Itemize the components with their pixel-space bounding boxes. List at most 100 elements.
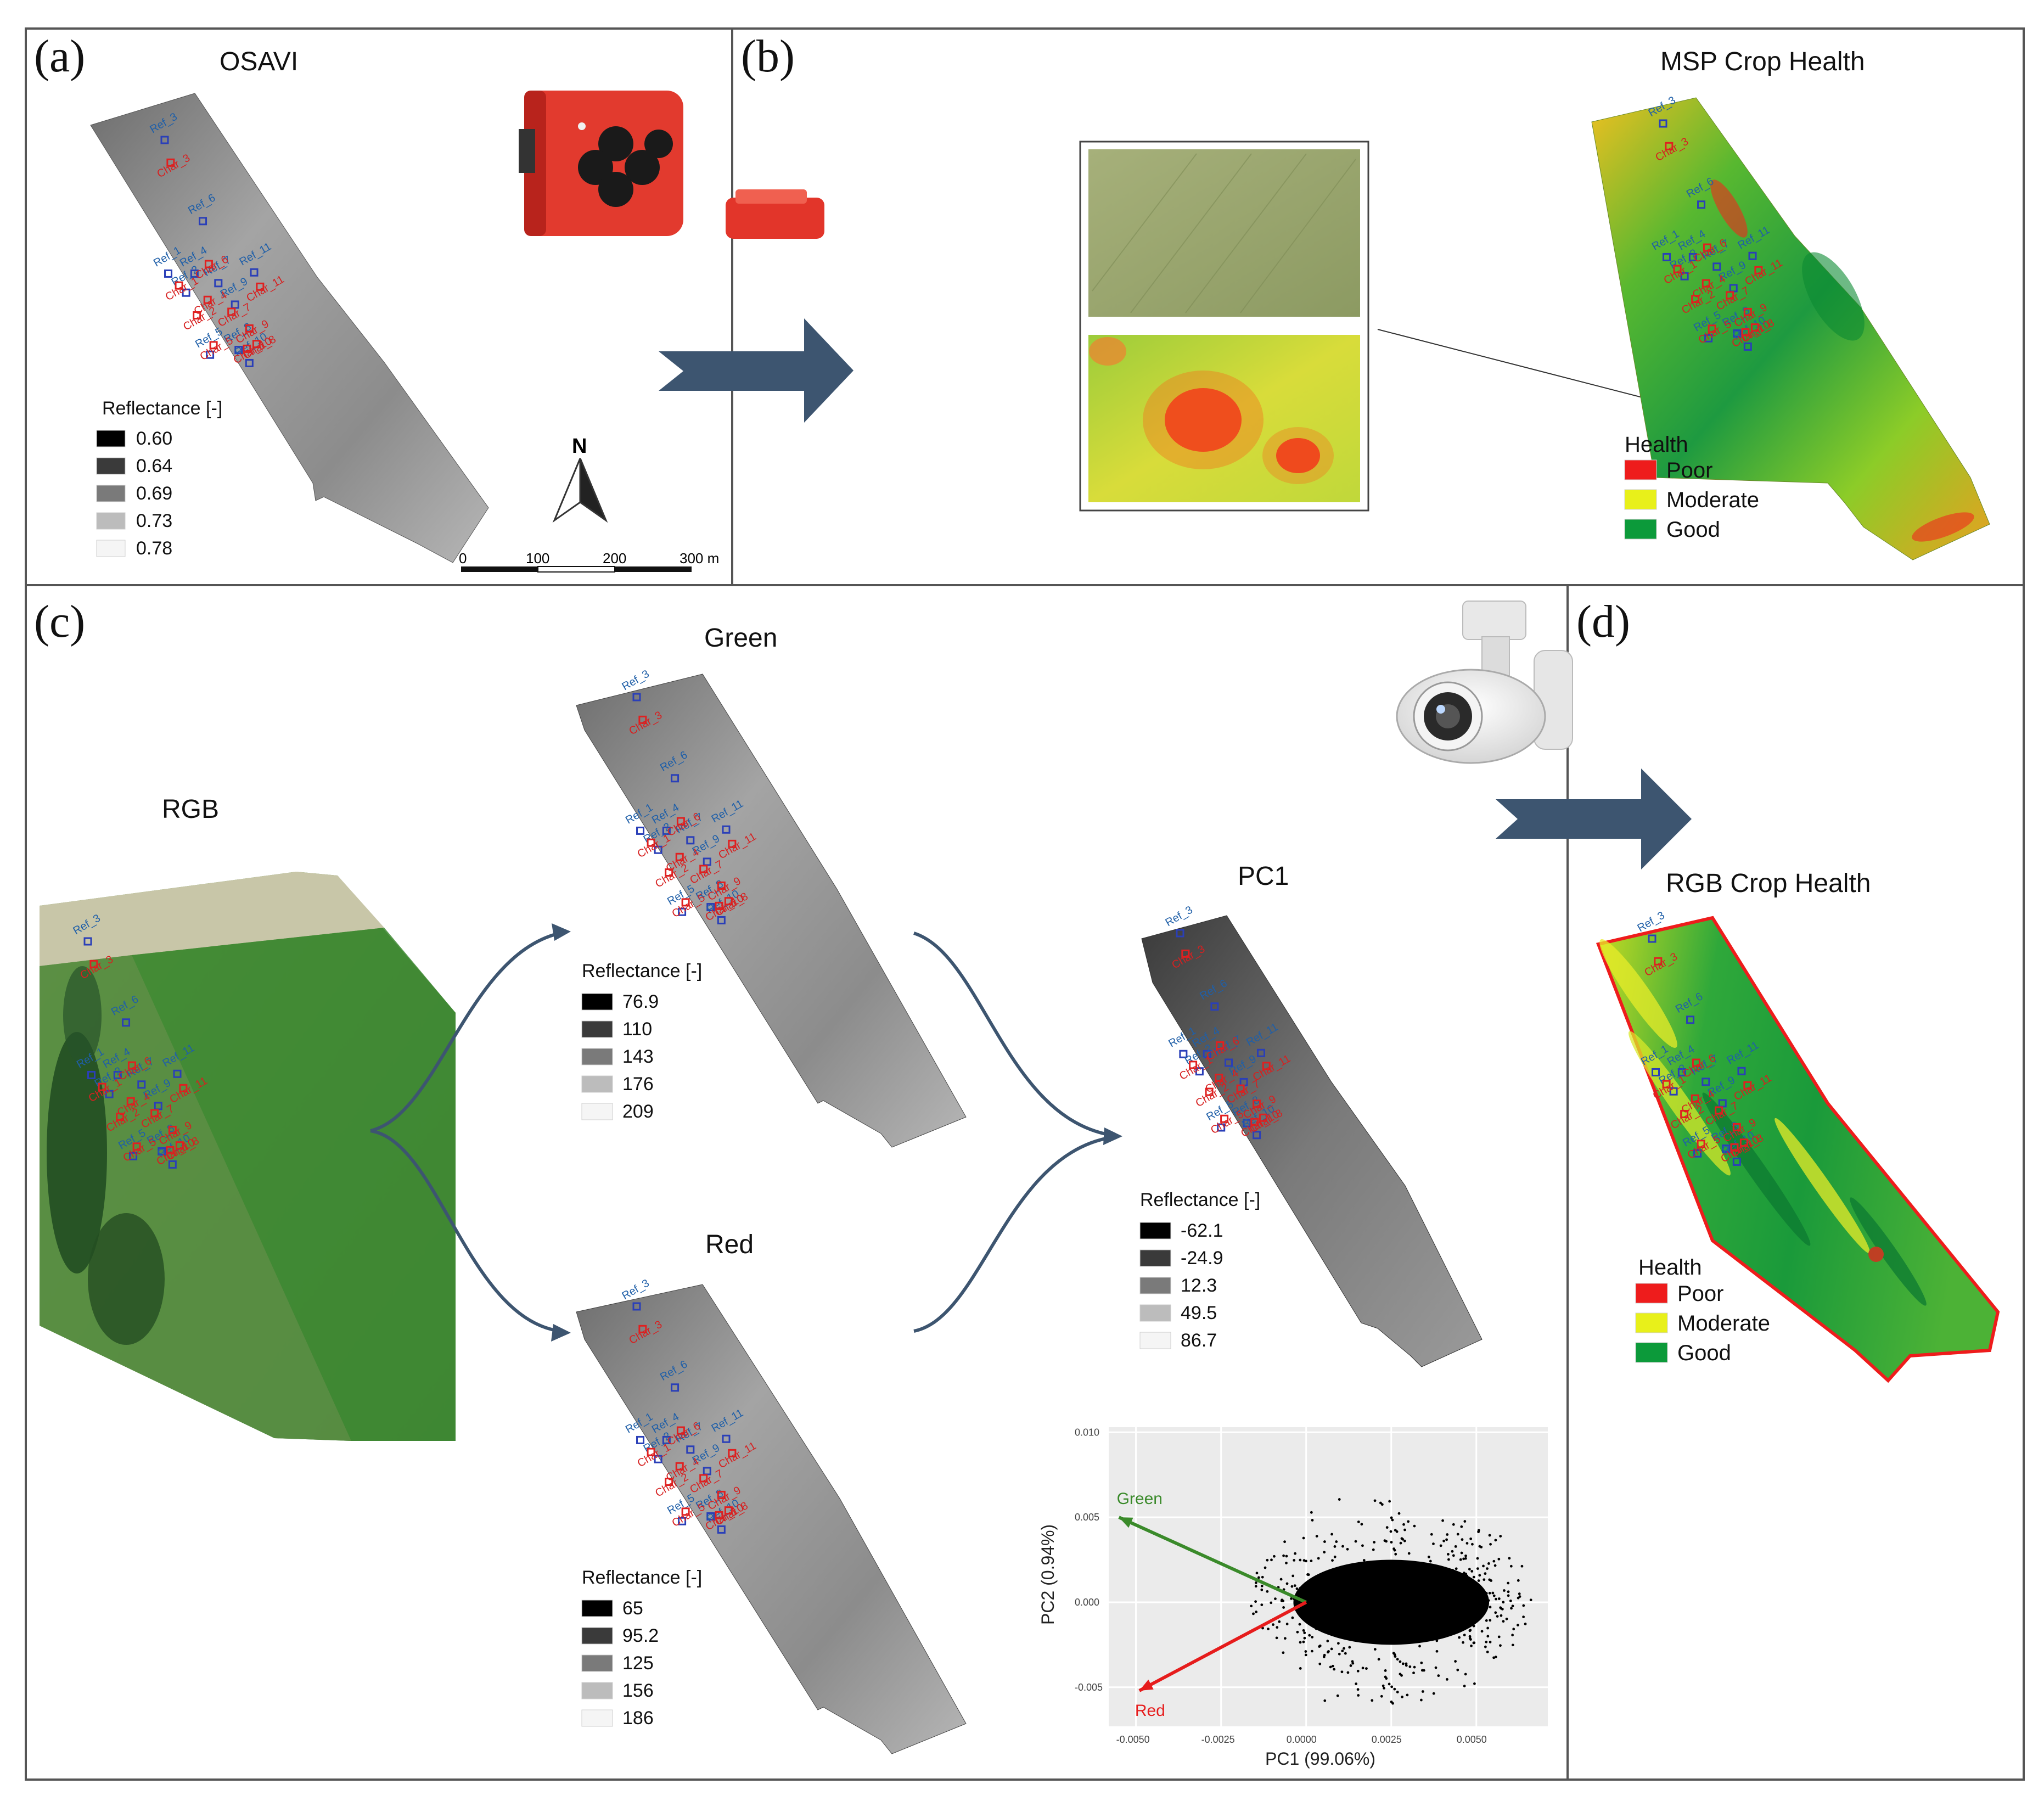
- pca-point: [1261, 1575, 1264, 1579]
- pca-point: [1480, 1630, 1484, 1633]
- pca-cloud-core: [1293, 1559, 1490, 1645]
- ref-plot-marker: [686, 836, 695, 845]
- ref-plot-marker: [1722, 1144, 1731, 1153]
- pc1-map: [1141, 915, 1483, 1367]
- pca-ytick: -0.005: [1075, 1682, 1103, 1693]
- char-plot-marker: [1673, 265, 1682, 273]
- pca-point: [1323, 1699, 1327, 1702]
- pca-point: [1337, 1642, 1340, 1645]
- legend-swatch: [1139, 1304, 1171, 1322]
- panel-b-letter: (b): [741, 31, 795, 82]
- pca-point: [1266, 1558, 1269, 1562]
- ref-plot-marker: [654, 845, 662, 854]
- zoom-poor-patch-corner: [1089, 337, 1126, 366]
- pca-point: [1420, 1661, 1423, 1664]
- legend-swatch: [581, 1654, 613, 1672]
- pca-point: [1252, 1612, 1255, 1615]
- pca-point: [1489, 1542, 1492, 1546]
- legend-swatch: [96, 457, 126, 475]
- char-plot-marker: [1754, 266, 1763, 274]
- pca-point: [1361, 1667, 1364, 1670]
- pca-point: [1401, 1696, 1403, 1698]
- pca-point: [1373, 1541, 1376, 1544]
- legend-label: 156: [622, 1680, 654, 1701]
- north-arrow-dark-half: [579, 458, 608, 523]
- pc1-title: PC1: [1238, 862, 1289, 891]
- pca-point: [1392, 1547, 1396, 1550]
- char-plot-marker: [665, 868, 673, 877]
- ref-plot-marker: [1176, 929, 1184, 938]
- pca-point: [1406, 1693, 1409, 1697]
- panel-c: (c) RGB Ref_3Ref_1Ref_6Ref_4Ref_2Ref_11R…: [34, 596, 1548, 1769]
- pca-point: [1511, 1643, 1514, 1647]
- ref-plot-marker: [1693, 1149, 1702, 1158]
- pca-point: [1293, 1559, 1296, 1562]
- ref-plot-marker: [1732, 1157, 1741, 1166]
- pca-point: [1484, 1645, 1487, 1648]
- legend-swatch: [96, 485, 126, 502]
- ref-plot-marker: [1256, 1048, 1265, 1057]
- pca-point: [1497, 1635, 1501, 1639]
- ref-plot-marker: [1243, 1119, 1251, 1127]
- legend-label: 125: [622, 1653, 654, 1674]
- red-band-map: [576, 1284, 967, 1754]
- pca-point: [1356, 1688, 1360, 1691]
- pca-point: [1355, 1682, 1358, 1685]
- ref-plot-label: Ref_3: [1164, 904, 1195, 929]
- char-plot-marker: [1741, 328, 1750, 336]
- pca-point: [1477, 1579, 1480, 1582]
- pca-point: [1260, 1603, 1264, 1607]
- ref-plot-marker: [678, 907, 687, 916]
- pca-point: [1418, 1645, 1421, 1648]
- ref-plot-marker: [173, 1069, 182, 1078]
- pca-point: [1282, 1651, 1285, 1654]
- ref-plot-marker: [190, 269, 199, 278]
- pca-point: [1470, 1570, 1474, 1573]
- char-plot-marker: [179, 1084, 188, 1092]
- pca-point: [1396, 1658, 1399, 1661]
- pca-point: [1329, 1665, 1332, 1669]
- pca-point: [1447, 1558, 1450, 1561]
- ref-plot-marker: [199, 217, 207, 226]
- char-plot-marker: [166, 1146, 175, 1154]
- legend-label: 86.7: [1181, 1330, 1217, 1351]
- pca-point: [1468, 1624, 1472, 1628]
- char-plot-marker: [728, 1449, 737, 1457]
- legend-swatch: [96, 540, 126, 557]
- pca-point: [1518, 1592, 1521, 1595]
- pca-point: [1254, 1585, 1257, 1588]
- pca-point: [1488, 1591, 1491, 1595]
- pca-point: [1427, 1555, 1430, 1558]
- pca-point: [1291, 1616, 1294, 1619]
- pca-point: [1522, 1604, 1525, 1607]
- ref-plot-marker: [722, 825, 731, 834]
- pca-point: [1517, 1579, 1520, 1582]
- char-plot-marker: [203, 295, 212, 304]
- ref-plot-marker: [1680, 272, 1689, 280]
- legend-label: 186: [622, 1708, 654, 1729]
- pca-point: [1455, 1567, 1458, 1570]
- legend-swatch: [581, 1103, 613, 1120]
- pca-point: [1486, 1651, 1489, 1653]
- pca-point: [1477, 1530, 1480, 1534]
- pca-point: [1326, 1640, 1329, 1642]
- legend-swatch: [581, 1627, 613, 1645]
- pca-xtick: 0.0025: [1372, 1734, 1402, 1745]
- pca-point: [1439, 1544, 1442, 1547]
- pca-point: [1499, 1644, 1502, 1647]
- pca-point: [1391, 1518, 1394, 1522]
- pca-point: [1315, 1535, 1318, 1538]
- pca-point: [1413, 1665, 1416, 1669]
- pca-point: [1298, 1623, 1301, 1626]
- pca-point: [1285, 1623, 1289, 1625]
- pca-point: [1407, 1520, 1410, 1523]
- pca-point: [1318, 1662, 1322, 1665]
- pca-point: [1412, 1671, 1415, 1675]
- ref-plot-marker: [83, 937, 92, 946]
- pca-point: [1486, 1635, 1490, 1638]
- zoom-poor-halo-small: [1262, 427, 1334, 484]
- pca-point: [1373, 1648, 1377, 1651]
- char-plot-marker: [1702, 279, 1710, 288]
- ref-plot-marker: [160, 136, 169, 144]
- pca-point: [1463, 1685, 1466, 1687]
